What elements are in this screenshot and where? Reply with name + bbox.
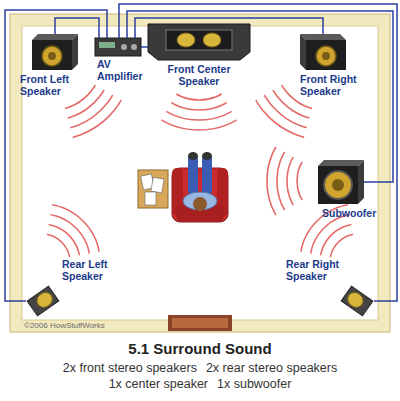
speaker-label: Rear Left Speaker [62, 258, 122, 282]
copyright-box: ©2006 HowStuffWorks [24, 321, 105, 331]
caption-text: 2x front stereo speakers [63, 361, 197, 376]
speaker-label: AV Amplifier [97, 58, 152, 82]
front-speaker: Front Right Speaker [300, 34, 346, 70]
speaker-cone [316, 46, 336, 66]
speaker-label: Front Center Speaker [159, 63, 239, 87]
sound-wave [255, 0, 395, 130]
torso [183, 192, 217, 210]
amplifier-knob [121, 44, 127, 50]
paper [151, 177, 164, 193]
speaker-wire [119, 4, 397, 301]
subwoofer-top [318, 160, 364, 166]
center-speaker: Front Center Speaker [148, 24, 250, 60]
caption-line: 2x front stereo speakers 2x rear stereo s… [0, 361, 400, 376]
center-speaker-panel [166, 30, 232, 50]
speaker-top [32, 34, 78, 40]
speaker-cone [42, 46, 62, 66]
room-wall [10, 14, 390, 332]
sound-wave [0, 0, 112, 120]
room-floor [22, 26, 378, 320]
diagram-title: 5.1 Surround Sound [0, 340, 400, 358]
speaker-side [300, 34, 306, 70]
speaker-side [72, 34, 78, 70]
leg [202, 156, 212, 194]
copyright-note: ©2006 HowStuffWorks [24, 321, 105, 330]
armchair [172, 168, 228, 222]
subwoofer-cap [332, 179, 344, 191]
speaker-wire [127, 11, 393, 182]
caption-text: 1x subwoofer [217, 377, 291, 392]
sound-wave [124, 0, 274, 130]
center-speaker-body [148, 24, 250, 60]
subwoofer-body [318, 166, 358, 204]
speaker-wire [135, 18, 323, 38]
rear-speaker-body [341, 286, 373, 316]
sound-wave [14, 234, 70, 290]
speaker-label: Front Right Speaker [300, 73, 366, 97]
caption-line: 1x center speaker 1x subwoofer [0, 377, 400, 392]
subwoofer-cone [324, 171, 352, 199]
paper [145, 192, 156, 205]
sound-wave [245, 0, 400, 140]
rear-speaker-cone [34, 290, 55, 311]
speaker-body [306, 40, 346, 70]
sound-wave [277, 123, 393, 239]
sound-wave [2, 10, 102, 110]
foot [202, 152, 212, 160]
sound-wave [267, 113, 400, 249]
head [193, 197, 207, 211]
speaker-label: Front Left Speaker [20, 73, 82, 97]
speaker-cap [48, 52, 56, 60]
rear-speaker: Rear Left Speaker [26, 288, 60, 314]
amplifier-display [99, 42, 115, 48]
foot [188, 152, 198, 160]
speaker-wire [141, 46, 148, 48]
speaker-label: Rear Right Speaker [286, 258, 346, 282]
caption-text: 2x rear stereo speakers [206, 361, 337, 376]
amplifier-knob [131, 44, 137, 50]
speaker-wire [55, 18, 99, 38]
speaker-wire [5, 10, 107, 301]
amplifier-body [95, 38, 141, 56]
speaker-top [300, 34, 346, 40]
speaker-body [32, 40, 72, 70]
subwoofer-side [358, 160, 364, 204]
door-mat [168, 315, 232, 331]
front-speaker: Front Left Speaker [32, 34, 78, 70]
speaker-cap [322, 52, 330, 60]
center-speaker-cone [177, 33, 195, 47]
rear-speaker: Rear Right Speaker [340, 288, 374, 314]
sound-wave [144, 0, 254, 110]
rear-speaker-cone [345, 290, 366, 311]
sound-wave [275, 10, 375, 110]
center-speaker-cone [203, 33, 221, 47]
sound-wave [265, 0, 385, 120]
rear-speaker-body [27, 286, 59, 316]
av-amplifier: AV Amplifier [95, 38, 141, 56]
door-mat-inner [172, 318, 228, 328]
caption-text: 1x center speaker [109, 377, 208, 392]
speaker-label: Subwoofer [322, 207, 392, 219]
side-table [138, 170, 168, 208]
subwoofer: Subwoofer [318, 160, 364, 204]
leg [188, 156, 198, 194]
sound-wave [134, 0, 264, 120]
